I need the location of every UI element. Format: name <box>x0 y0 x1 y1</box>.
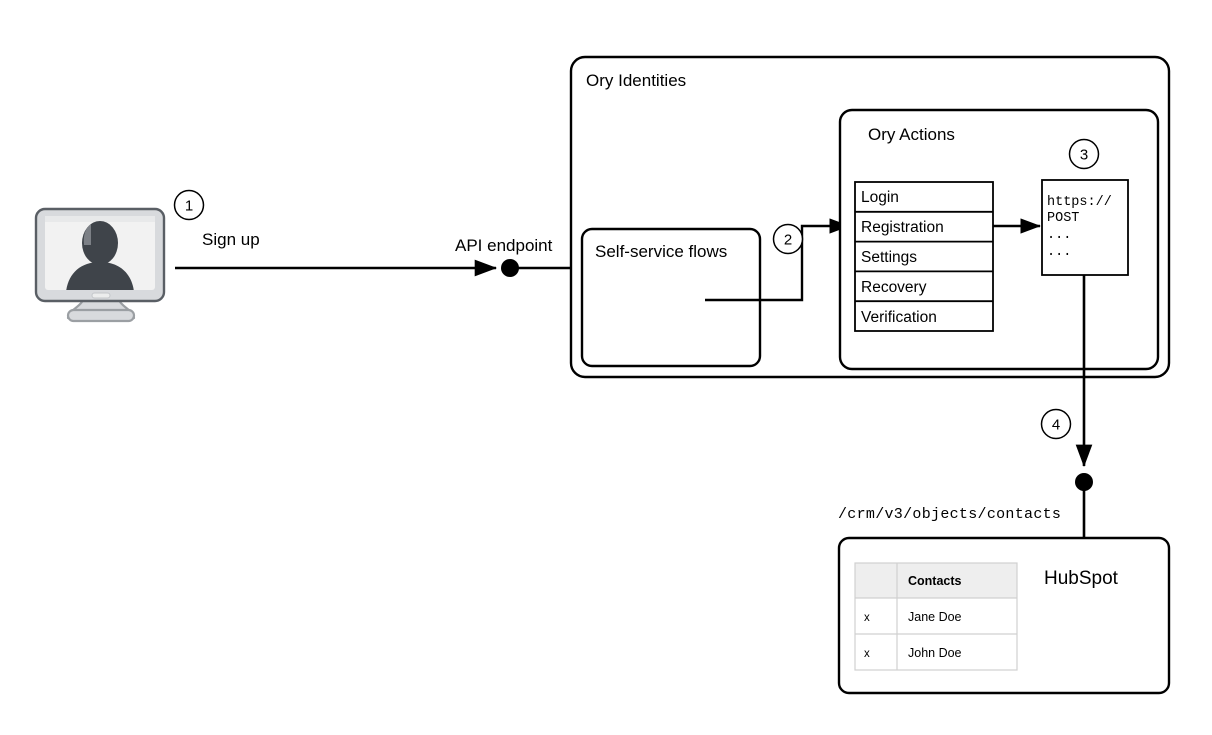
flow-list-item-registration-label: Registration <box>861 219 944 236</box>
crm-path-label: /crm/v3/objects/contacts <box>838 506 1061 523</box>
api-endpoint-node <box>501 259 519 277</box>
self-service-flows-box <box>580 227 762 368</box>
ory-actions-flow-list: Login Registration Settings Recovery Ver… <box>854 181 994 332</box>
marker-step-1-label: 1 <box>185 198 193 215</box>
webhook-box-frame <box>1041 179 1129 276</box>
contacts-table-header-row <box>855 563 1017 598</box>
contacts-table-grid <box>854 562 1018 671</box>
table-row[interactable] <box>855 598 1017 634</box>
webhook-line-4: ... <box>1047 245 1071 260</box>
hubspot-endpoint-node <box>1075 473 1093 491</box>
webhook-line-2: POST <box>1047 211 1079 226</box>
contacts-table: Contacts x Jane Doe x John Doe <box>854 562 1018 671</box>
avatar-icon <box>66 221 134 290</box>
flow-list-item-recovery-label: Recovery <box>861 279 927 296</box>
flow-list-item-registration[interactable]: Registration <box>855 212 993 242</box>
marker-step-3-label: 3 <box>1080 147 1088 164</box>
marker-step-2-label: 2 <box>784 232 792 249</box>
sign-up-label: Sign up <box>202 230 260 249</box>
marker-step-1: 1 <box>173 189 205 221</box>
flow-list-item-settings-label: Settings <box>861 249 917 266</box>
table-row[interactable] <box>855 634 1017 670</box>
api-endpoint-label: API endpoint <box>455 236 553 255</box>
flow-list-item-verification[interactable]: Verification <box>855 301 993 331</box>
self-service-to-registration-arrow <box>705 218 850 302</box>
webhook-box: https:// POST ... ... <box>1041 179 1129 276</box>
contacts-row-2-name: John Doe <box>908 646 962 660</box>
ory-actions-title: Ory Actions <box>868 125 955 144</box>
flow-list-item-recovery[interactable]: Recovery <box>855 271 993 301</box>
flow-list-item-verification-label: Verification <box>861 309 937 326</box>
contacts-row-2-select: x <box>864 648 870 660</box>
webhook-line-3: ... <box>1047 228 1071 243</box>
contacts-row-1-name: Jane Doe <box>908 610 962 624</box>
contacts-table-header-contacts: Contacts <box>908 574 962 588</box>
marker-step-4-label: 4 <box>1052 417 1060 434</box>
hubspot-title: HubSpot <box>1044 568 1119 589</box>
flow-list-item-login[interactable]: Login <box>855 182 993 212</box>
user-monitor-icon <box>34 207 166 323</box>
contacts-row-1-select: x <box>864 612 870 624</box>
self-service-flows-title: Self-service flows <box>595 242 727 261</box>
marker-step-3: 3 <box>1068 138 1100 170</box>
flow-list-item-settings[interactable]: Settings <box>855 242 993 272</box>
flow-list-item-login-label: Login <box>861 189 899 206</box>
ory-identities-title: Ory Identities <box>586 71 686 90</box>
marker-step-4: 4 <box>1040 408 1072 440</box>
webhook-line-1: https:// <box>1047 195 1112 210</box>
marker-step-2: 2 <box>772 223 804 255</box>
flow-list-frame <box>854 181 994 332</box>
